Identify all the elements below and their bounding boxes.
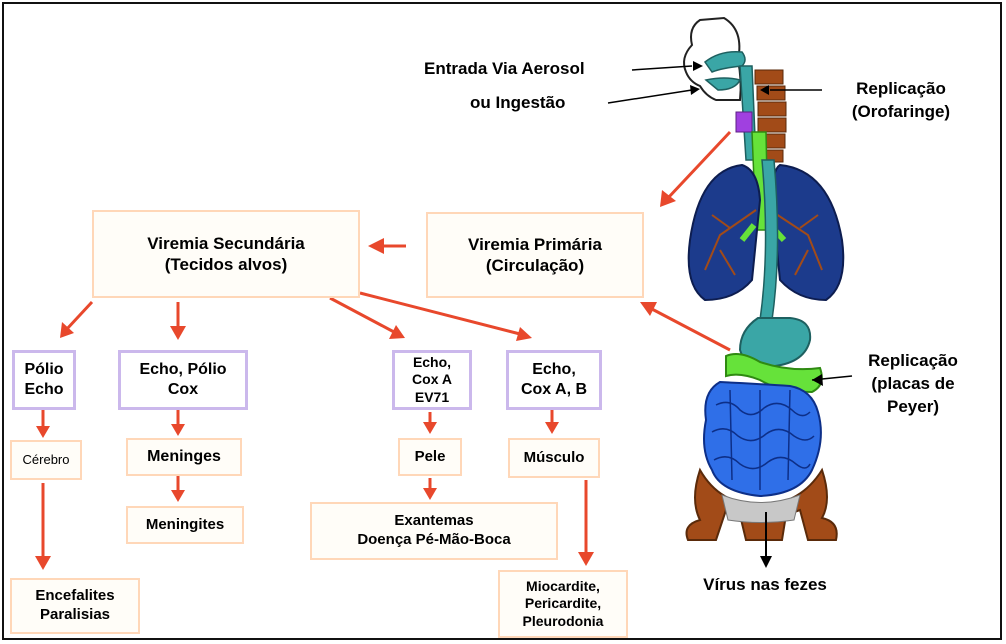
box-exantemas: Exantemas Doença Pé-Mão-Boca	[310, 502, 558, 560]
box-miocardite: Miocardite, Pericardite, Pleurodonia	[498, 570, 628, 638]
box-musculo: Músculo	[508, 438, 600, 478]
pelvis-bone-grey	[722, 495, 800, 523]
box-pele: Pele	[398, 438, 462, 476]
box-echo-polio-cox: Echo, Pólio Cox	[118, 350, 248, 410]
box-encefalites: Encefalites Paralisias	[10, 578, 140, 634]
label-replicacao-peyer: Replicação (placas de Peyer)	[852, 350, 974, 419]
label-ingestao: ou Ingestão	[470, 92, 610, 115]
label-replicacao-orofaringe: Replicação (Orofaringe)	[826, 78, 976, 124]
box-echo-cox-ab: Echo, Cox A, B	[506, 350, 602, 410]
label-entrada-aerosol: Entrada Via Aerosol	[424, 58, 634, 81]
right-lung	[772, 165, 843, 300]
box-viremia-secundaria: Viremia Secundária (Tecidos alvos)	[92, 210, 360, 298]
box-meningites: Meningites	[126, 506, 244, 544]
label-virus-fezes: Vírus nas fezes	[680, 574, 850, 597]
box-polio-echo: Pólio Echo	[12, 350, 76, 410]
box-meninges: Meninges	[126, 438, 242, 476]
intestines	[704, 382, 821, 496]
box-cerebro: Cérebro	[10, 440, 82, 480]
oropharynx-replication	[736, 112, 752, 132]
box-viremia-primaria: Viremia Primária (Circulação)	[426, 212, 644, 298]
box-echo-cox-a-ev71: Echo, Cox A EV71	[392, 350, 472, 410]
